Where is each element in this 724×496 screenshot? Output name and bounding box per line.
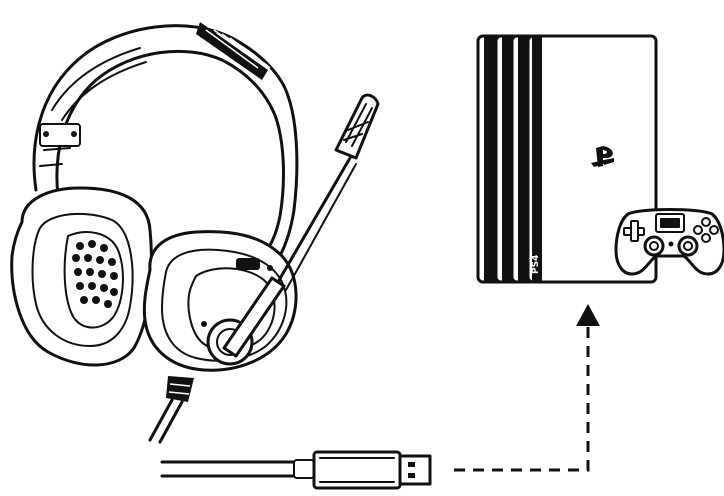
headband-grip <box>196 22 271 80</box>
headband-pad-inner <box>61 61 147 121</box>
mic-grille <box>343 103 373 147</box>
speaker-holes <box>72 240 118 308</box>
right-earcup-screw-1 <box>201 321 207 327</box>
connection-dash <box>454 326 590 472</box>
headset-cable <box>148 398 174 442</box>
connection-arrow <box>454 304 600 472</box>
slider-dot-1 <box>43 131 49 137</box>
slider-dot-2 <box>71 131 77 137</box>
headband-right-arm <box>272 94 299 268</box>
left-earcup-cushion <box>31 212 134 347</box>
mic-boom-arm <box>222 276 286 358</box>
controller-left-stick-center <box>649 241 659 251</box>
usb-strain-relief <box>293 459 315 479</box>
playstation-logo-icon <box>591 146 614 167</box>
right-earcup-shell <box>161 248 288 362</box>
headset-cable-2 <box>158 400 184 444</box>
slider-block-left <box>39 123 81 147</box>
headband-right-arm-inner <box>260 116 285 258</box>
gaming-headset-icon <box>10 22 380 444</box>
controller-face-buttons <box>693 217 719 243</box>
console-side-label: PS4 <box>531 255 541 274</box>
right-earcup-screw-2 <box>267 265 273 271</box>
headband-pad <box>51 47 141 111</box>
headband-inner <box>55 49 278 198</box>
usb-connector-tab-1 <box>408 462 415 467</box>
headset-cable-strain-relief <box>166 376 194 402</box>
controller-dpad <box>623 220 645 242</box>
arrow-head-icon <box>576 304 600 326</box>
usb-plug-icon <box>160 450 432 490</box>
mic-boom-inner <box>285 163 357 291</box>
gamepad-icon <box>614 208 724 276</box>
console-layer-2-fill <box>502 36 512 282</box>
controller-touchpad-light <box>660 218 680 228</box>
headband-side-band <box>39 147 71 167</box>
controller-right-stick-center <box>683 241 693 251</box>
headband-outer <box>32 24 290 192</box>
right-earcup-badge <box>236 258 260 270</box>
usb-connector-tab-2 <box>408 473 415 478</box>
usb-plug-body-line <box>319 457 395 483</box>
usb-connector <box>398 454 432 486</box>
console-layer-3-fill <box>518 36 528 282</box>
controller-ps-button <box>668 241 674 247</box>
console-layer-1-fill <box>484 36 496 282</box>
console-front-edge <box>532 36 542 282</box>
mic-boom <box>276 156 352 284</box>
